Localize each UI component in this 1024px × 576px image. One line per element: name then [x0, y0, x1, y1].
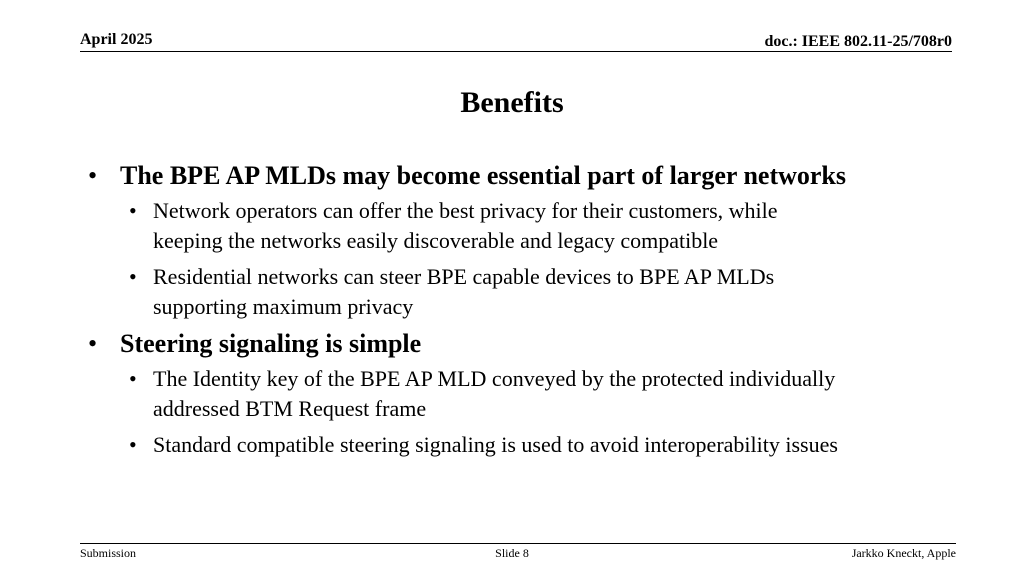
header-date: April 2025: [80, 31, 153, 48]
bullet-dot-icon: •: [129, 366, 137, 391]
bullet-dot-icon: •: [129, 264, 137, 289]
bullet-dot-icon: •: [88, 161, 98, 190]
bullet-dot-icon: •: [129, 432, 137, 457]
sub-bullet-1-1: • Network operators can offer the best p…: [88, 196, 968, 256]
sub-bullet-2-1-line-1: The Identity key of the BPE AP MLD conve…: [153, 366, 836, 391]
bullet-2-text: Steering signaling is simple: [120, 329, 422, 358]
sub-bullet-1-1-line-2: keeping the networks easily discoverable…: [153, 228, 719, 253]
header-divider: [80, 51, 952, 52]
bullet-dot-icon: •: [88, 329, 98, 358]
sub-bullet-1-2: • Residential networks can steer BPE cap…: [88, 262, 968, 322]
bullet-2: • Steering signaling is simple: [88, 328, 968, 360]
sub-bullet-2-1-line-2: addressed BTM Request frame: [153, 396, 427, 421]
sub-bullet-1-1-line-1: Network operators can offer the best pri…: [153, 198, 778, 223]
slide-title: Benefits: [460, 86, 564, 119]
footer-slide-number: Slide 8: [495, 546, 529, 560]
sub-bullet-2-1: • The Identity key of the BPE AP MLD con…: [88, 364, 968, 424]
footer-submission: Submission: [80, 546, 137, 560]
footer-divider: [80, 543, 956, 544]
sub-bullet-2-2: • Standard compatible steering signaling…: [88, 430, 968, 460]
bullet-1-text: The BPE AP MLDs may become essential par…: [120, 161, 846, 190]
footer-author: Jarkko Kneckt, Apple: [851, 546, 956, 560]
slide-body: • The BPE AP MLDs may become essential p…: [88, 160, 968, 466]
sub-bullet-1-2-line-1: Residential networks can steer BPE capab…: [153, 264, 775, 289]
bullet-1: • The BPE AP MLDs may become essential p…: [88, 160, 968, 192]
sub-bullet-2-2-line-1: Standard compatible steering signaling i…: [153, 432, 838, 457]
header-doc-id: doc.: IEEE 802.11-25/708r0: [764, 33, 952, 50]
bullet-dot-icon: •: [129, 198, 137, 223]
sub-bullet-1-2-line-2: supporting maximum privacy: [153, 294, 414, 319]
